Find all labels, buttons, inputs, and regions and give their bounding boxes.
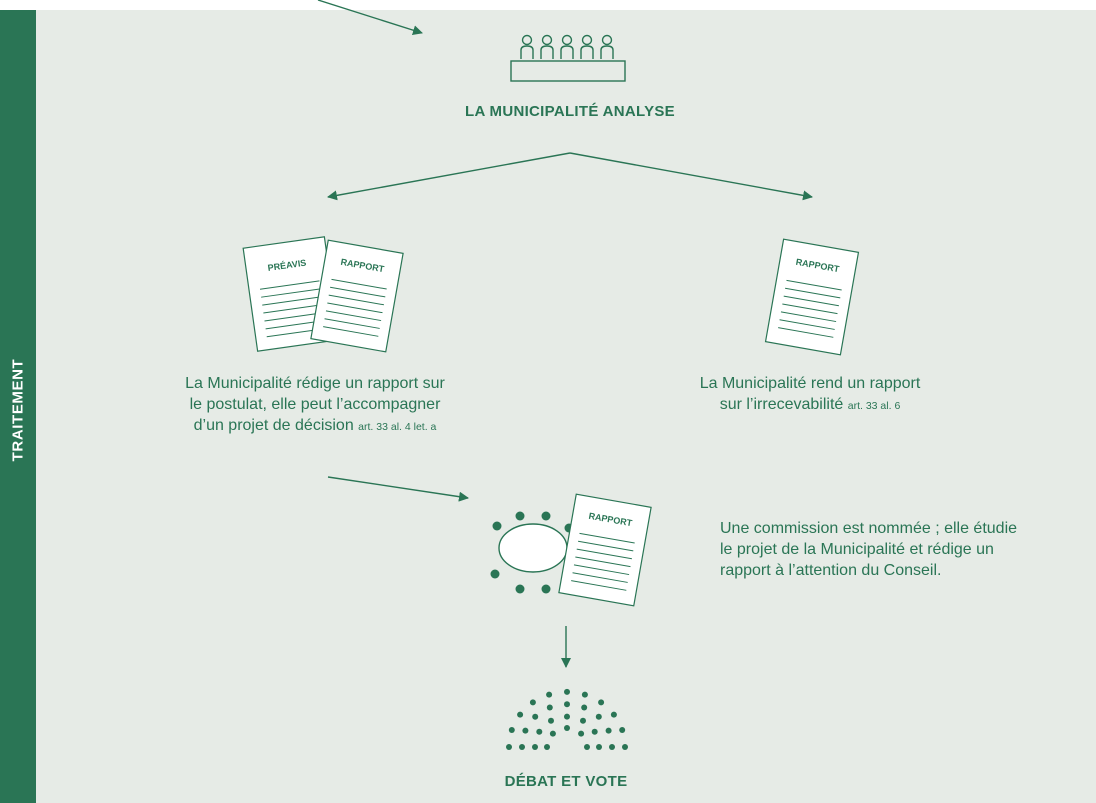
municipality-icon — [510, 34, 626, 82]
assembly-seat — [584, 744, 590, 750]
assembly-seat — [529, 699, 536, 706]
assembly-seat — [536, 728, 543, 735]
commission-table-icon — [490, 511, 574, 594]
step-commission-line-1: Une commission est nommée ; elle étudie — [720, 520, 1018, 537]
assembly-seat — [596, 744, 602, 750]
assembly-seat — [595, 713, 602, 720]
arrow-branch-left — [327, 152, 571, 201]
assembly-seat — [532, 744, 538, 750]
step-left-ref: art. 33 al. 4 let. a — [358, 421, 437, 433]
assembly-seat — [581, 704, 588, 711]
rapport-document-icon-commission: RAPPORT — [558, 493, 652, 607]
assembly-seat — [581, 691, 588, 698]
assembly-seat — [598, 699, 605, 706]
step-left-text: La Municipalité rédige un rapport sur le… — [150, 373, 480, 438]
assembly-seat — [522, 727, 529, 734]
assembly-seat — [564, 713, 570, 720]
assembly-seat — [508, 727, 515, 733]
assembly-seat — [506, 744, 512, 750]
assembly-seat — [619, 727, 626, 733]
assembly-seat — [564, 725, 570, 731]
assembly-seat — [544, 744, 550, 750]
assembly-seat — [578, 730, 585, 737]
assembly-seat — [610, 711, 617, 718]
step-right-line-2-wrap: sur l’irrecevabilité art. 33 al. 6 — [660, 394, 960, 417]
assembly-seat — [564, 701, 570, 708]
assembly-seat — [546, 704, 553, 711]
step-right-text: La Municipalité rend un rapport sur l’ir… — [660, 373, 960, 417]
step-left-line-3-wrap: d’un projet de décision art. 33 al. 4 le… — [150, 415, 480, 438]
step-vote-heading: DÉBAT ET VOTE — [504, 773, 628, 790]
step-right-line-1: La Municipalité rend un rapport — [699, 375, 921, 392]
assembly-seat — [519, 744, 525, 750]
assembly-seat — [548, 717, 554, 724]
sidebar: TRAITEMENT — [0, 10, 36, 803]
step-left-line-2: le postulat, elle peut l’accompagner — [189, 396, 441, 413]
assembly-seat — [546, 691, 553, 698]
assembly-icon — [506, 688, 628, 750]
step-left-line-1: La Municipalité rédige un rapport sur — [185, 375, 445, 392]
assembly-seat — [605, 727, 612, 734]
step-right-ref: art. 33 al. 6 — [847, 400, 901, 412]
assembly-seat — [609, 744, 615, 750]
arrow-branch-right — [569, 152, 813, 201]
step-right-line-2: sur l’irrecevabilité — [719, 396, 844, 413]
assembly-seat — [580, 717, 586, 724]
step-analyse-heading: LA MUNICIPALITÉ ANALYSE — [465, 103, 675, 120]
arrow-to-commission — [327, 476, 469, 502]
step-commission-line-3: rapport à l’attention du Conseil. — [720, 562, 942, 579]
assembly-seat — [591, 728, 598, 735]
assembly-seat — [532, 713, 539, 720]
step-commission-text: Une commission est nommée ; elle étudie … — [720, 518, 1080, 581]
rapport-document-icon-left: RAPPORT — [310, 239, 404, 353]
assembly-seat — [622, 744, 628, 750]
arrow-incoming — [317, 0, 423, 36]
rapport-document-icon-right: RAPPORT — [764, 238, 860, 356]
assembly-seat — [517, 711, 524, 718]
content-panel — [36, 10, 1096, 803]
step-left-line-3: d’un projet de décision — [193, 417, 354, 434]
assembly-seat — [564, 688, 570, 695]
step-commission-line-2: le projet de la Municipalité et rédige u… — [720, 541, 994, 558]
assembly-seat — [549, 730, 556, 737]
